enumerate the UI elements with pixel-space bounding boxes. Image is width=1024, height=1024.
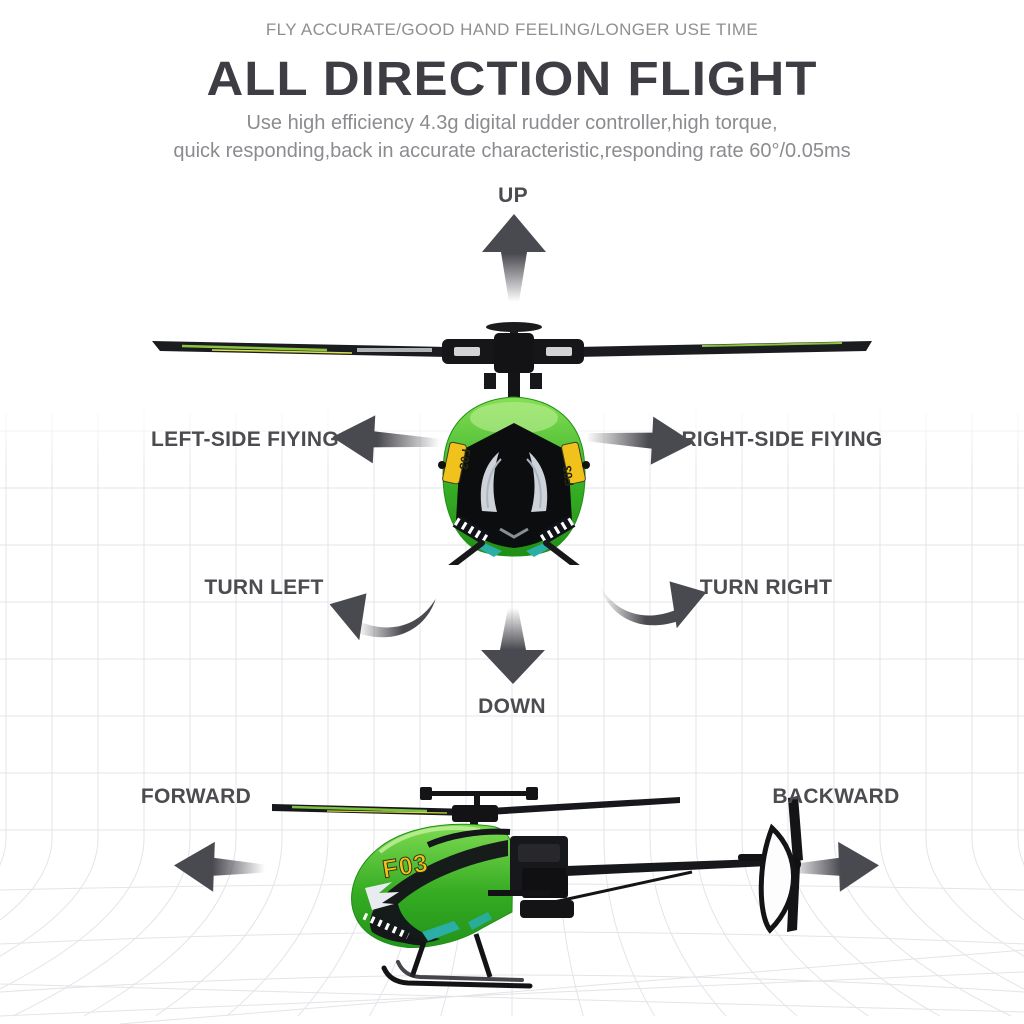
up-arrow-icon [482, 214, 546, 302]
page-title: ALL DIRECTION FLIGHT [206, 53, 818, 106]
down-label: DOWN [478, 695, 546, 718]
forward-arrow-icon [174, 841, 266, 892]
turn-right-arrow-icon [600, 581, 707, 629]
forward-label: FORWARD [140, 785, 252, 808]
backward-arrow-icon [787, 841, 879, 892]
right-side-label: RIGHT-SIDE FIYING [681, 428, 883, 451]
subtitle-line-2: quick responding,back in accurate charac… [173, 140, 851, 162]
model-code-label: F03 [456, 448, 473, 471]
subtitle-line-1: Use high efficiency 4.3g digital rudder … [246, 112, 778, 134]
turn-right-label: TURN RIGHT [699, 576, 833, 599]
down-arrow-icon [481, 608, 545, 684]
right-side-arrow-icon [585, 416, 694, 465]
helicopter-side-image: F03 [272, 787, 803, 989]
left-side-label: LEFT-SIDE FIYING [151, 428, 339, 451]
model-code-label: F03 [560, 464, 577, 487]
up-label: UP [498, 184, 528, 207]
left-side-arrow-icon [332, 415, 441, 464]
tagline: FLY ACCURATE/GOOD HAND FEELING/LONGER US… [265, 20, 759, 39]
turn-left-arrow-icon [329, 593, 436, 641]
turn-left-label: TURN LEFT [204, 576, 324, 599]
backward-label: BACKWARD [772, 785, 900, 808]
helicopter-front-image: F03 F03 [152, 322, 872, 565]
